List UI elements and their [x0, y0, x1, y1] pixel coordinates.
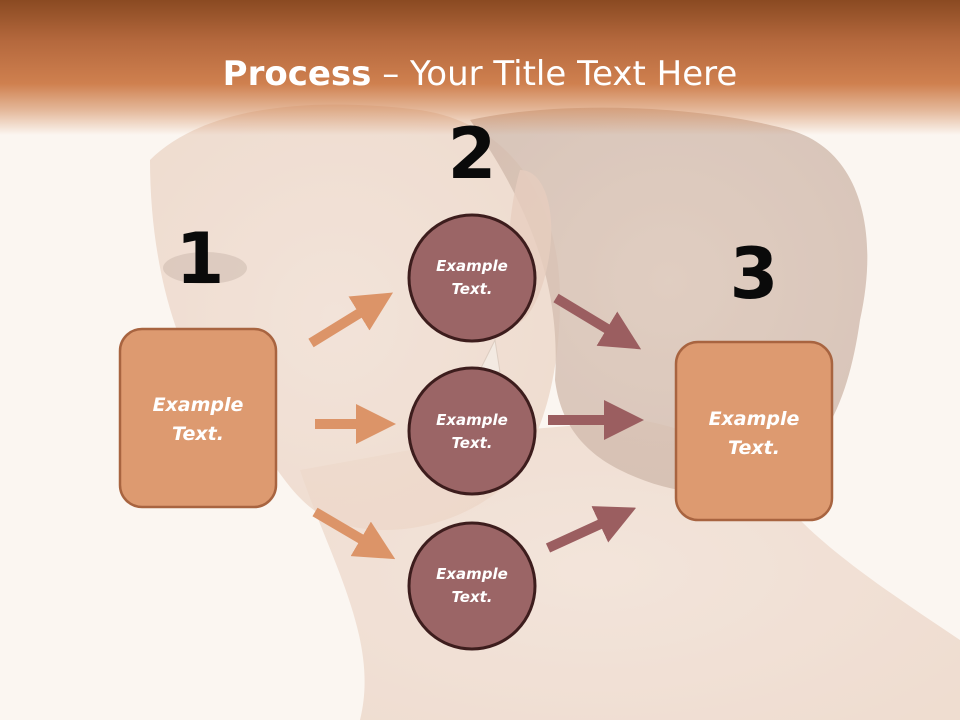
left-box-line1: Example [153, 394, 244, 416]
left-box[interactable]: Example Text. [118, 327, 278, 509]
step-number-3: 3 [730, 233, 779, 315]
arrow-right-top [553, 293, 642, 350]
title-dash: – [371, 54, 411, 94]
circle-bottom-line1: Example [436, 565, 508, 583]
step-number-1: 1 [176, 218, 225, 300]
title-rest: Your Title Text Here [410, 54, 738, 94]
step-number-2: 2 [448, 113, 497, 195]
circle-top[interactable]: Example Text. [407, 213, 537, 343]
circle-top-line2: Text. [451, 280, 492, 298]
circle-middle-line2: Text. [451, 434, 492, 452]
title-bar [0, 0, 960, 135]
slide-title[interactable]: Process – Your Title Text Here [0, 52, 960, 96]
title-strong: Process [222, 54, 372, 94]
right-box[interactable]: Example Text. [674, 340, 834, 522]
circle-bottom-line2: Text. [451, 588, 492, 606]
arrow-left-top [308, 292, 394, 348]
circle-top-line1: Example [436, 257, 508, 275]
left-box-line2: Text. [172, 423, 224, 445]
circle-bottom[interactable]: Example Text. [407, 521, 537, 651]
arrow-right-bottom [545, 506, 637, 553]
circle-middle[interactable]: Example Text. [407, 366, 537, 496]
right-box-line1: Example [709, 408, 800, 430]
right-box-line2: Text. [728, 437, 780, 459]
arrow-left-bottom [312, 507, 396, 560]
circle-middle-line1: Example [436, 411, 508, 429]
